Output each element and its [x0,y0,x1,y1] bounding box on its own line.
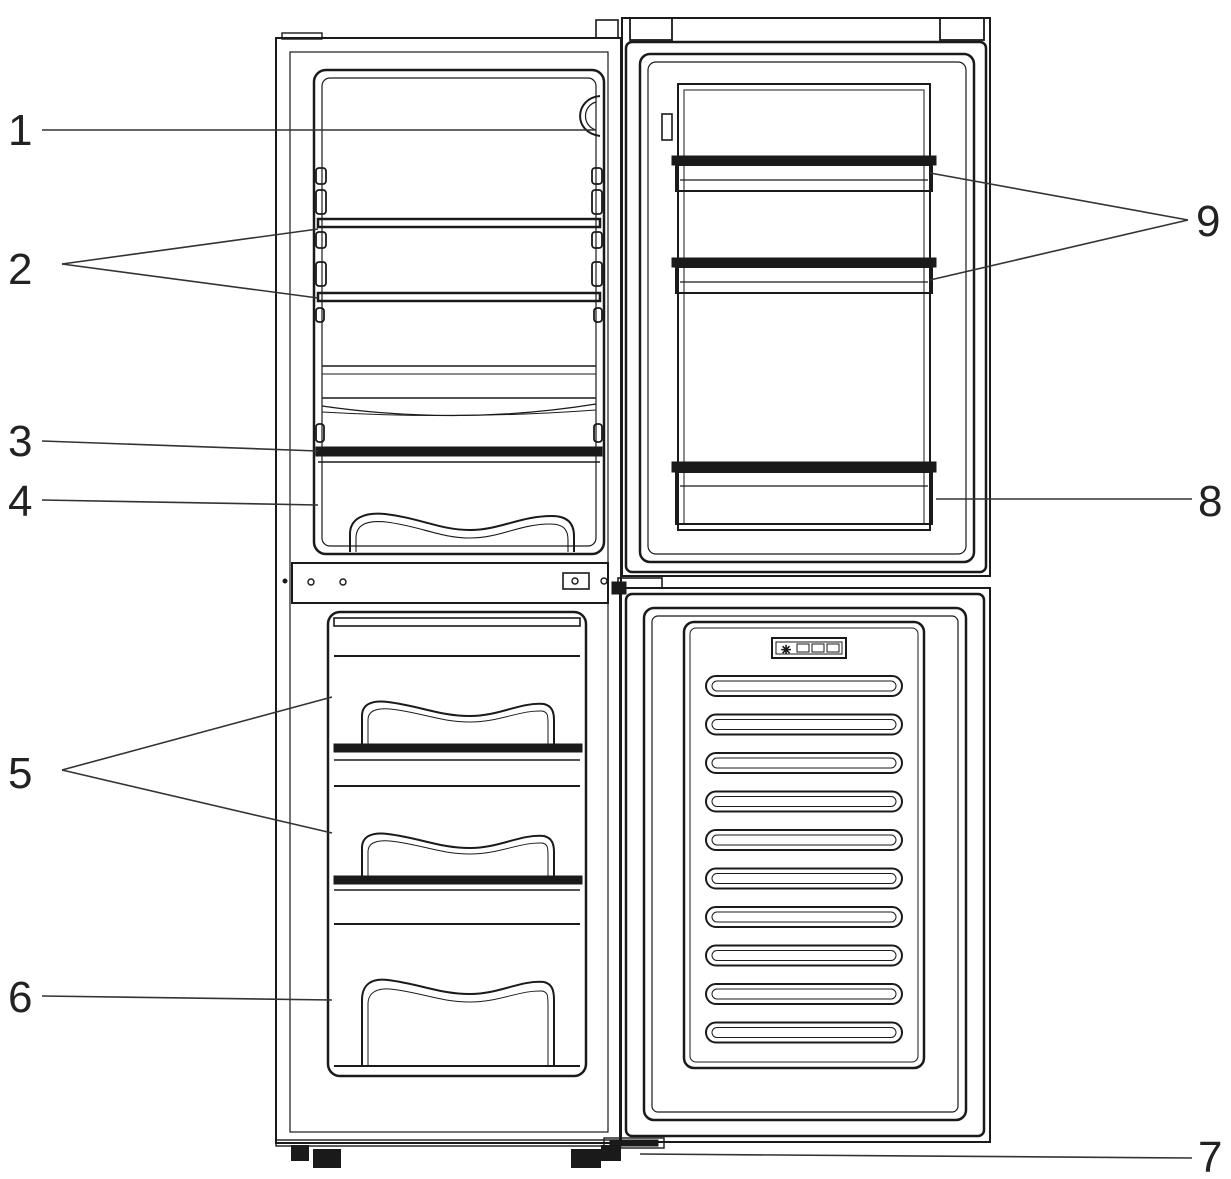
freezer-door-slot [705,1021,903,1044]
svg-text:✳: ✳ [781,643,791,657]
callout-4: 4 [8,477,32,526]
leader-line-4 [41,499,319,506]
leader-line-2a [61,228,319,265]
freezer-door-slots [705,675,903,1044]
door-shelves [671,155,937,294]
shelf-rails [315,167,603,443]
bottle-rack [671,461,937,525]
freezer-door-slot [705,983,903,1005]
leader-line-9b [929,219,1189,281]
leader-line-5a [61,696,333,771]
freezer-door-slot-inner [711,873,897,884]
leader-line-9a [929,172,1189,221]
fridge-door [595,17,991,577]
freezer-door-slot [705,675,903,697]
freezer-door-slot-inner [711,757,897,769]
freezer-door-slot [705,713,903,736]
fridge-compartment [312,68,606,556]
freezer-door-slot-inner [711,911,897,923]
crisper-drawer [349,512,575,552]
freezer-door-slot-inner [711,988,897,1000]
callout-2: 2 [8,245,32,294]
leader-line-2b [61,263,319,299]
freezer-door-slot [705,867,903,890]
callout-1: 1 [8,106,32,155]
lamp-icon [579,95,601,137]
glass-shelves [316,217,602,417]
freezer-door-slot [705,829,903,851]
freezer-door-slot-inner [711,719,897,730]
freezer-door-slot-inner [711,680,897,692]
freezer-drawer-bottom [334,889,580,1067]
callout-9: 9 [1196,197,1220,246]
freezer-door-slot-inner [711,796,897,807]
crisper-cover [315,446,603,463]
freezer-door-slot [705,944,903,967]
leader-line-5b [61,769,333,834]
callout-5: 5 [8,749,32,798]
callout-7: 7 [1198,1133,1222,1179]
freezer-door-slot-inner [711,1027,897,1038]
freezer-door: ✳ [603,587,991,1149]
middle-panel [282,562,609,604]
freezer-door-slot-inner [711,834,897,846]
leader-line-3 [41,440,319,452]
leader-lines [41,129,1193,1159]
callout-8: 8 [1198,477,1222,526]
callout-6: 6 [8,973,32,1022]
leader-line-6 [41,995,333,1001]
leader-line-7 [639,1153,1193,1159]
freezer-door-slot [705,790,903,813]
freezer-compartment [326,610,588,1078]
freezer-door-slot-inner [711,950,897,961]
callout-3: 3 [8,417,32,466]
freezer-door-slot [705,906,903,928]
freezer-door-slot [705,752,903,774]
callout-labels: 1 2 3 4 5 6 7 8 9 [8,106,1222,1179]
freezer-drawer-middle [333,759,583,885]
freezer-drawer-top [333,617,583,753]
